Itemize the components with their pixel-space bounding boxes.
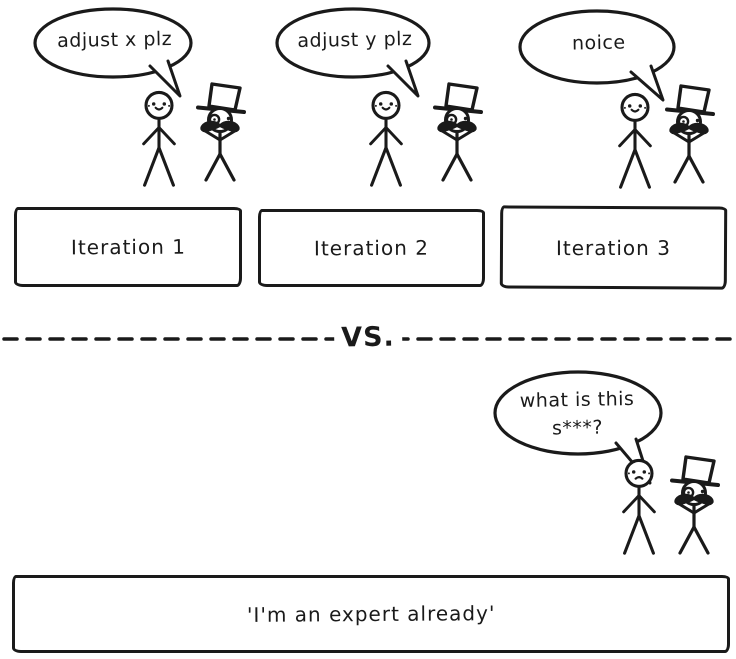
speech-bubble-text: what is this s***? <box>498 368 656 463</box>
tophat-stickman-figure <box>655 84 721 190</box>
iteration-label-1: Iteration 1 <box>70 234 186 260</box>
speech-bubble-3: noice <box>517 8 687 106</box>
vs-divider: VS. <box>0 320 736 358</box>
speech-bubble-line2: s***? <box>551 416 604 440</box>
speech-bubble-1: adjust x plz <box>32 6 204 102</box>
speech-bubble-text: adjust y plz <box>296 27 413 52</box>
tophat-stickman-figure <box>423 82 489 188</box>
tophat-stickman-figure <box>186 82 252 188</box>
plain-stickman-figure <box>357 90 415 190</box>
speech-bubble-icon <box>33 7 193 98</box>
plain-stickman-figure <box>606 92 664 192</box>
dashed-line <box>2 337 734 341</box>
expert-box: 'I'm an expert already' <box>12 575 730 653</box>
iteration-box-3: Iteration 3 <box>499 205 728 290</box>
iteration-label-2: Iteration 2 <box>313 235 430 261</box>
plain-stickman-figure <box>130 90 188 190</box>
speech-bubble-text: noice <box>571 31 626 54</box>
iteration-label-3: Iteration 3 <box>556 235 671 260</box>
speech-bubble-2: adjust y plz <box>274 6 442 102</box>
speech-bubble-icon <box>518 9 676 102</box>
speech-bubble-text: adjust x plz <box>56 27 173 52</box>
tophat-stickman-figure <box>660 455 726 561</box>
speech-bubble-line1: what is this <box>519 388 635 413</box>
iteration-box-1: Iteration 1 <box>14 207 242 287</box>
expert-label: 'I'm an expert already' <box>246 601 496 627</box>
sad-stickman-figure <box>610 458 668 558</box>
speech-bubble-icon <box>275 7 431 98</box>
iteration-box-2: Iteration 2 <box>258 209 485 287</box>
vs-label: VS. <box>333 321 403 354</box>
